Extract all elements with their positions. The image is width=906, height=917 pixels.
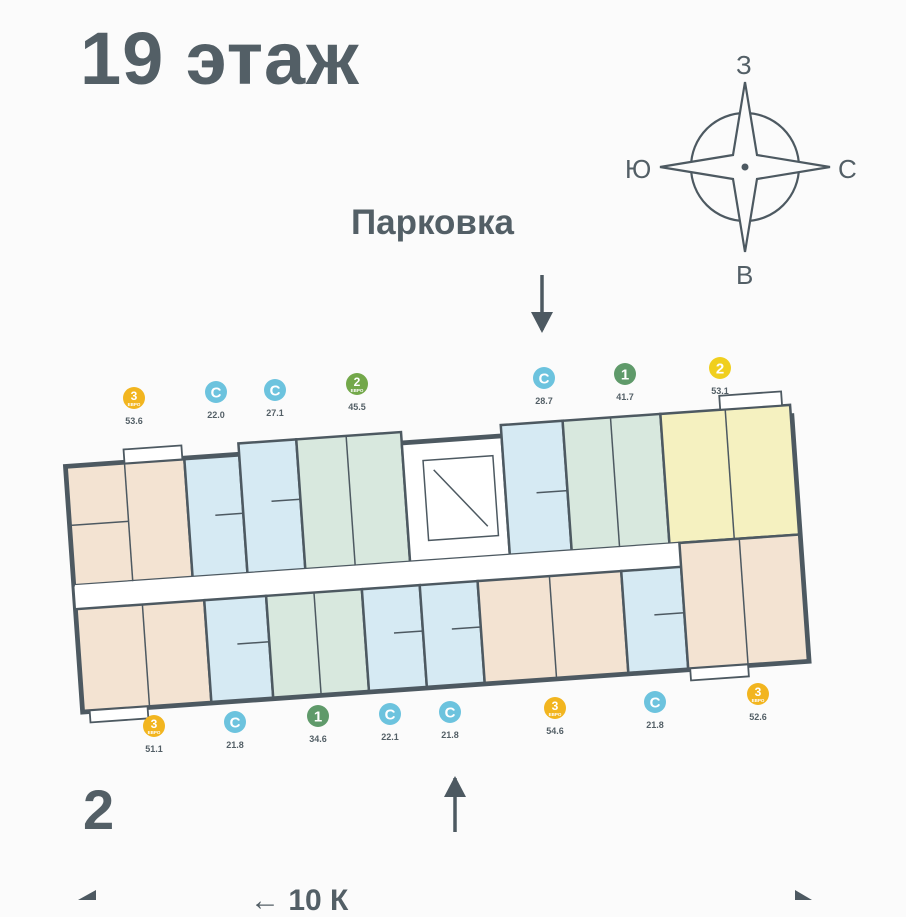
bottom-unit-unit-area: 34.6	[309, 734, 327, 744]
top-unit-badge-type: 1	[621, 367, 629, 384]
bottom-unit-badge-circle	[307, 705, 329, 727]
parking-label: Парковка	[351, 203, 514, 242]
bottom-unit-badge-5[interactable]: С 21.8	[439, 701, 461, 740]
apartment-bottom-7[interactable]	[619, 565, 690, 675]
top-unit-badge-euro: ЕВРО	[351, 388, 364, 393]
street-arrow-left-icon	[78, 890, 96, 900]
top-unit-badge-7[interactable]: 253.1	[709, 357, 731, 396]
bottom-unit-unit-area: 54.6	[546, 726, 564, 736]
top-unit-badge-circle	[123, 387, 145, 409]
top-unit-unit-area: 53.1	[711, 386, 729, 396]
floor-plan	[62, 390, 812, 724]
compass-south-label: В	[736, 260, 754, 290]
compass-east-label: С	[838, 154, 857, 184]
top-unit-badge-circle	[346, 373, 368, 395]
street-arrow-right-icon	[795, 890, 812, 900]
bottom-unit-badge-circle	[439, 701, 461, 723]
bottom-unit-badge-euro: ЕВРО	[549, 712, 562, 717]
apartment-top-3[interactable]	[237, 438, 307, 575]
bottom-unit-badge-type: С	[230, 715, 241, 732]
top-unit-badge-circle	[264, 379, 286, 401]
bottom-unit-badge-circle	[747, 683, 769, 705]
bottom-unit-badge-circle	[544, 697, 566, 719]
floor-title: 19 этаж	[80, 17, 360, 100]
bottom-unit-badges: 3ЕВРО51.1С21.8134.6С22.1С21.83ЕВРО54.6С2…	[143, 683, 769, 754]
top-unit-unit-area: 27.1	[266, 408, 284, 418]
bottom-unit-badge-circle	[143, 715, 165, 737]
top-unit-unit-area: 22.0	[207, 410, 225, 420]
bottom-unit-badge-circle	[379, 703, 401, 725]
bottom-unit-unit-area: 21.8	[226, 740, 244, 750]
top-unit-badge-circle	[709, 357, 731, 379]
apartment-top-1[interactable]	[65, 457, 194, 587]
top-unit-unit-area: 28.7	[535, 396, 553, 406]
entrance-arrow-icon	[444, 776, 466, 832]
top-unit-badge-type: С	[211, 385, 222, 402]
top-unit-badge-type: 2	[354, 375, 361, 389]
compass-icon	[659, 81, 831, 253]
top-unit-badges: 3ЕВРО53.6С22.0С27.12ЕВРО45.5С28.7141.725…	[123, 357, 731, 426]
bottom-unit-badge-3[interactable]: 134.6	[307, 705, 329, 744]
bottom-unit-badge-type: С	[445, 705, 456, 722]
apartment-bottom-4[interactable]	[360, 583, 429, 693]
top-unit-badge-5[interactable]: С 28.7	[533, 367, 555, 406]
apartment-top-5[interactable]	[499, 419, 574, 557]
top-unit-badge-circle	[614, 363, 636, 385]
bottom-unit-badge-type: 3	[755, 685, 762, 699]
bottom-unit-badge-euro: ЕВРО	[752, 698, 765, 703]
apartment-bottom-5[interactable]	[418, 579, 487, 689]
bottom-unit-badge-circle	[224, 711, 246, 733]
top-unit-badge-2[interactable]: С 22.0	[205, 381, 227, 420]
bottom-unit-unit-area: 52.6	[749, 712, 767, 722]
top-unit-badge-6[interactable]: 141.7	[614, 363, 636, 402]
compass-west-label: Ю	[625, 154, 652, 184]
top-unit-badge-type: 3	[131, 389, 138, 403]
parking-arrow-icon	[531, 275, 553, 333]
bottom-unit-badge-4[interactable]: С 22.1	[379, 703, 401, 742]
apartment-top-2[interactable]	[183, 454, 249, 579]
bottom-unit-unit-area: 22.1	[381, 732, 399, 742]
bottom-unit-unit-area: 21.8	[646, 720, 664, 730]
building-number: 2	[83, 778, 115, 841]
bottom-unit-badge-type: 1	[314, 709, 322, 726]
apartment-bottom-2[interactable]	[202, 594, 275, 704]
top-unit-badge-circle	[205, 381, 227, 403]
compass-north-label: З	[736, 50, 752, 80]
bottom-unit-badge-type: С	[650, 695, 661, 712]
bottom-unit-badge-euro: ЕВРО	[148, 730, 161, 735]
top-unit-badge-type: С	[270, 383, 281, 400]
top-unit-badge-3[interactable]: С 27.1	[264, 379, 286, 418]
bottom-unit-badge-7[interactable]: С 21.8	[644, 691, 666, 730]
top-unit-unit-area: 45.5	[348, 402, 366, 412]
apartment-top-6[interactable]	[561, 412, 671, 552]
top-unit-badge-circle	[533, 367, 555, 389]
bottom-unit-badge-2[interactable]: С 21.8	[224, 711, 246, 750]
bottom-unit-badge-type: 3	[151, 717, 158, 731]
bottom-unit-unit-area: 51.1	[145, 744, 163, 754]
top-unit-unit-area: 41.7	[616, 392, 634, 402]
top-unit-unit-area: 53.6	[125, 416, 143, 426]
top-unit-badge-euro: ЕВРО	[128, 402, 141, 407]
bottom-unit-badge-type: С	[385, 707, 396, 724]
bottom-unit-badge-type: 3	[552, 699, 559, 713]
bottom-unit-unit-area: 21.8	[441, 730, 459, 740]
bottom-unit-badge-circle	[644, 691, 666, 713]
apartment-top-4[interactable]	[294, 430, 412, 571]
top-unit-badge-type: С	[539, 371, 550, 388]
top-unit-badge-type: 2	[716, 361, 724, 378]
corridor	[74, 534, 801, 610]
